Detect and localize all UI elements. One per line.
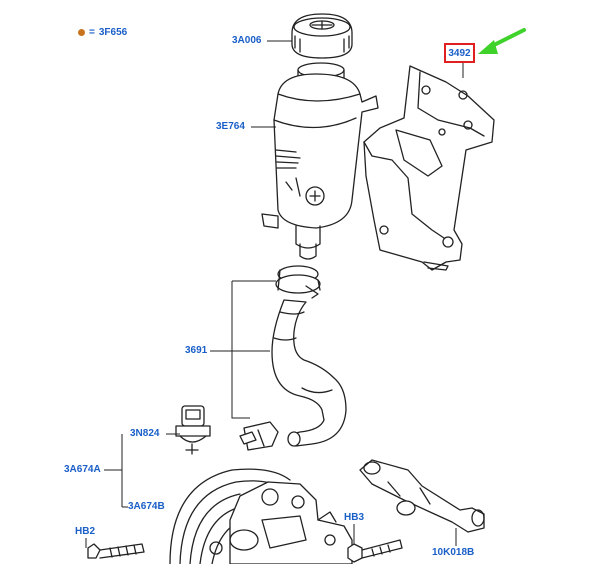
label-lower-bracket[interactable]: 10K018B [432, 547, 475, 558]
label-cap[interactable]: 3A006 [232, 35, 262, 46]
pressure-sensor[interactable] [175, 405, 211, 455]
pump-body[interactable] [209, 481, 353, 564]
label-hose[interactable]: 3691 [185, 345, 208, 356]
bolt-hb3[interactable] [347, 539, 403, 563]
label-reservoir[interactable]: 3E764 [216, 121, 245, 132]
return-hose[interactable] [271, 299, 347, 447]
legend: = 3F656 [78, 27, 127, 38]
pointer-arrow [478, 28, 526, 54]
mounting-bracket[interactable] [363, 65, 495, 271]
label-sensor[interactable]: 3N824 [130, 428, 160, 439]
bolt-hb2[interactable] [87, 543, 145, 559]
reservoir-body[interactable] [261, 73, 379, 260]
reservoir-cap[interactable] [291, 13, 353, 59]
legend-code: 3F656 [98, 27, 128, 38]
hose-clamp-upper [275, 265, 321, 299]
label-pump-a[interactable]: 3A674A [64, 464, 101, 475]
hose-clamp-lower [239, 421, 279, 451]
label-bracket[interactable]: 3492 [448, 47, 471, 59]
label-pump-b[interactable]: 3A674B [128, 501, 165, 512]
legend-dot-icon [78, 29, 85, 36]
label-bracket-highlight[interactable]: 3492 [444, 43, 475, 63]
legend-equals: = [89, 27, 95, 38]
lower-bracket[interactable] [359, 459, 485, 533]
label-bolt-left[interactable]: HB2 [75, 526, 96, 537]
label-bolt-right[interactable]: HB3 [344, 512, 365, 523]
leader-lines [85, 40, 464, 548]
